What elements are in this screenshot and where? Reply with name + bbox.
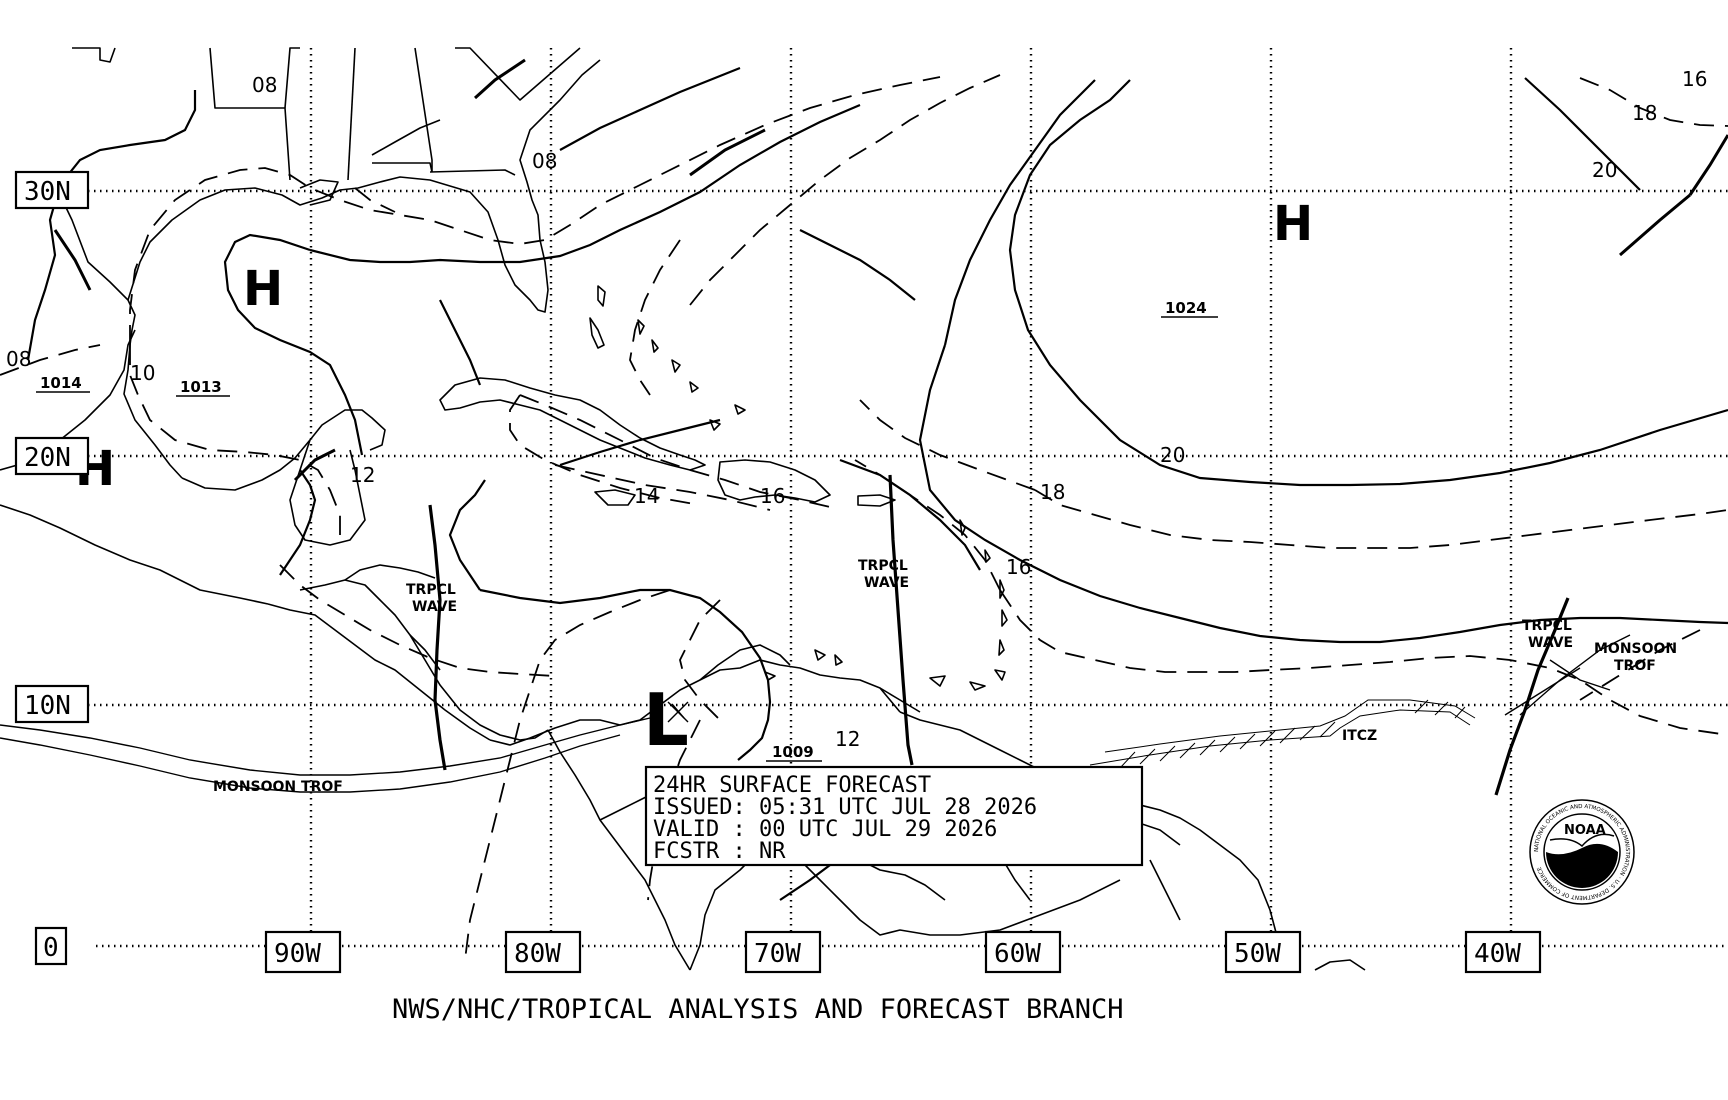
high-center-gulf: H [243, 261, 283, 317]
isobar-label: 08 [532, 149, 557, 173]
itcz-label: ITCZ [1342, 728, 1377, 744]
monsoon-trough-west [0, 717, 651, 793]
isobar-label: 12 [350, 463, 375, 487]
isobar-labels: 08 08 08 10 12 12 14 16 16 18 20 16 18 2… [6, 67, 1707, 751]
isobar-label: 10 [130, 361, 155, 385]
isobar-label: 12 [835, 727, 860, 751]
isobar-label: 08 [252, 73, 277, 97]
monsoon-trof-east-label: MONSOON [1594, 641, 1677, 657]
monsoon-trof-east-label: TROF [1614, 658, 1656, 674]
pressure-value-1014: 1014 [40, 374, 82, 392]
forecast-issued: ISSUED: 05:31 UTC JUL 28 2026 [653, 795, 1037, 820]
lon-label-60w: 60W [994, 939, 1041, 969]
lat-label-20n: 20N [24, 443, 71, 473]
isobar-label: 20 [1592, 158, 1617, 182]
monsoon-trof-west-label: MONSOON TROF [213, 779, 343, 795]
isobar-label: 18 [1040, 480, 1065, 504]
feature-labels: TRPCL WAVE TRPCL WAVE TRPCL WAVE MONSOON… [213, 558, 1677, 795]
lat-lon-grid [88, 48, 1728, 948]
noaa-logo: NOAA NATIONAL OCEANIC AND ATMOSPHERIC AD… [1529, 799, 1635, 905]
tropical-wave-2-label: TRPCL [858, 558, 908, 574]
isobar-label: 08 [6, 347, 31, 371]
tropical-wave-1-label: WAVE [412, 599, 457, 615]
forecast-info-box: 24HR SURFACE FORECAST ISSUED: 05:31 UTC … [644, 765, 1144, 867]
low-center-x-symbol [667, 701, 689, 723]
isobars [0, 66, 1728, 961]
low-center-caribbean: L [643, 678, 689, 762]
isobar-label: 16 [760, 484, 785, 508]
forecast-forecaster: FCSTR : NR [653, 839, 786, 864]
lon-label-70w: 70W [754, 939, 801, 969]
lon-label-50w: 50W [1234, 939, 1281, 969]
itcz-band [1089, 634, 1631, 769]
pressure-values: 1013 1014 1024 1009 [36, 299, 1218, 762]
tropical-wave-1-label: TRPCL [406, 582, 456, 598]
lat-label-10n: 10N [24, 691, 71, 721]
lat-label-equator: 0 [43, 933, 59, 963]
latitude-labels: 30N 20N 10N 0 [14, 170, 90, 966]
pressure-value-1013: 1013 [180, 378, 222, 396]
tropical-wave-3-label: TRPCL [1522, 618, 1572, 634]
pressure-value-1009: 1009 [772, 743, 814, 761]
tropical-wave-line-2 [888, 474, 914, 766]
lon-label-80w: 80W [514, 939, 561, 969]
pressure-value-1024: 1024 [1165, 299, 1207, 317]
tropical-wave-line-1 [428, 504, 447, 771]
isobar-label: 14 [634, 484, 659, 508]
isobar-label: 16 [1006, 555, 1031, 579]
isobar-label: 16 [1682, 67, 1707, 91]
forecast-valid: VALID : 00 UTC JUL 29 2026 [653, 817, 997, 842]
tropical-wave-3-label: WAVE [1528, 635, 1573, 651]
tropical-wave-2-label: WAVE [864, 575, 909, 591]
high-center-atlantic: H [1273, 196, 1313, 252]
lon-label-40w: 40W [1474, 939, 1521, 969]
lon-label-90w: 90W [274, 939, 321, 969]
isobar-label: 20 [1160, 443, 1185, 467]
tropical-wave-line-3 [1494, 597, 1570, 796]
forecast-title: 24HR SURFACE FORECAST [653, 773, 931, 798]
noaa-logo-text: NOAA [1564, 823, 1606, 838]
longitude-labels: 90W 80W 70W 60W 50W 40W [264, 930, 1542, 974]
footer-credit: NWS/NHC/TROPICAL ANALYSIS AND FORECAST B… [392, 994, 1124, 1025]
isobar-label: 18 [1632, 101, 1657, 125]
tropical-waves [428, 474, 1570, 796]
lat-label-30n: 30N [24, 177, 71, 207]
